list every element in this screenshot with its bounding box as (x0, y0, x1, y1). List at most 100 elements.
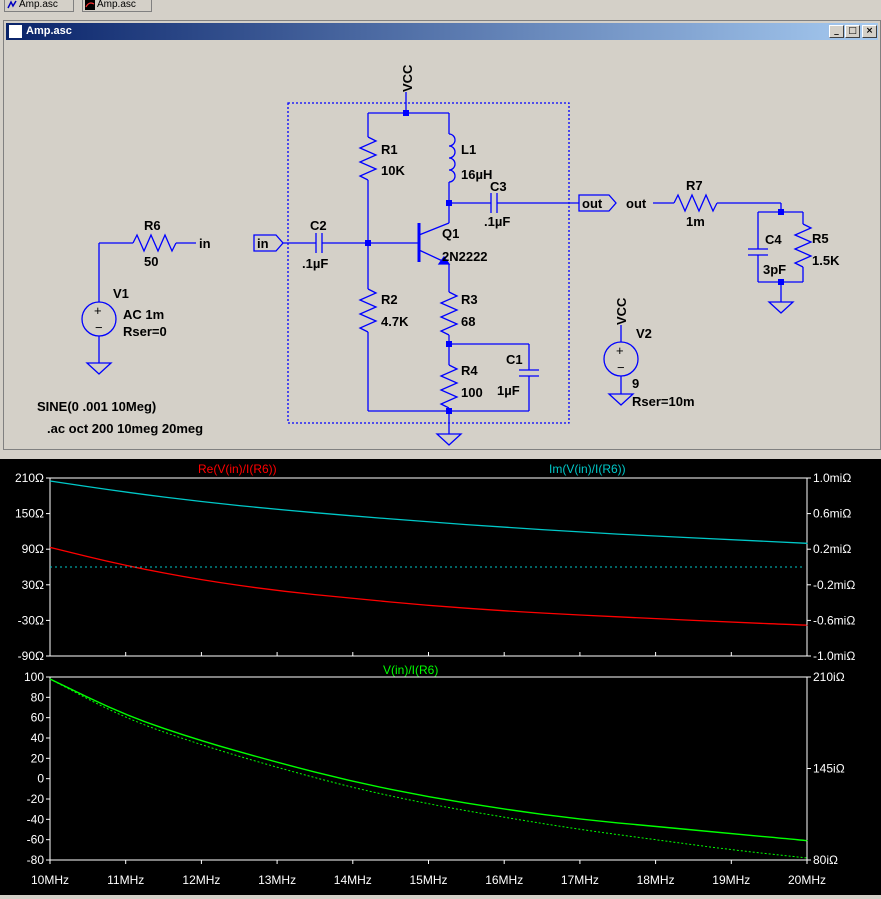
schematic-canvas[interactable]: + − + − VCC VCC R1 10K R2 4.7K L1 16µH C… (6, 42, 878, 447)
junction-dot (446, 341, 452, 347)
net-flag-in (253, 234, 284, 252)
net-label-in: in (199, 236, 211, 251)
junction-dot (778, 209, 784, 215)
series-re-line (49, 546, 808, 626)
label-c3: C3 (490, 179, 507, 194)
junction-dot (778, 279, 784, 285)
tab-label: Amp.asc (97, 0, 136, 10)
schematic-window: Amp.asc _ □ × (3, 20, 881, 450)
upper-right-tick-label: -1.0miΩ (813, 649, 855, 663)
window-separator[interactable] (0, 451, 881, 459)
upper-plot-frame (49, 477, 808, 657)
junction-dot (403, 110, 409, 116)
plus-sign: + (616, 343, 624, 358)
net-label-vcc: VCC (400, 64, 415, 92)
dashed-box (287, 102, 570, 424)
label-r6: R6 (144, 218, 161, 233)
x-tick-label: 13MHz (258, 873, 296, 887)
trace-label-im[interactable]: Im(V(in)/I(R6)) (549, 462, 626, 476)
value-r3: 68 (461, 314, 475, 329)
tab-label: Amp.asc (19, 0, 58, 10)
lower-left-tick-label: -20 (27, 792, 45, 806)
lower-left-tick-label: 100 (24, 670, 44, 684)
series-vin-line (49, 678, 808, 842)
ground-symbol (767, 301, 795, 314)
trace-label-vin[interactable]: V(in)/I(R6) (383, 663, 438, 677)
x-tick-label: 16MHz (485, 873, 523, 887)
value-r1: 10K (381, 163, 405, 178)
x-tick-label: 14MHz (334, 873, 372, 887)
label-c2: C2 (310, 218, 327, 233)
value-r6: 50 (144, 254, 158, 269)
plus-sign: + (94, 303, 102, 318)
label-q1: Q1 (442, 226, 459, 241)
lower-left-tick-label: 20 (31, 751, 45, 765)
lower-right-tick-label: 210iΩ (813, 670, 845, 684)
lower-left-tick-label: -80 (27, 853, 45, 867)
upper-right-tick-label: -0.2miΩ (813, 578, 855, 592)
upper-left-tick-label: -90Ω (18, 649, 44, 663)
value-r7: 1m (686, 214, 705, 229)
label-c1: C1 (506, 352, 523, 367)
lower-plot-frame (49, 676, 808, 861)
upper-left-tick-label: 90Ω (22, 542, 44, 556)
x-tick-label: 11MHz (107, 873, 144, 887)
resistor-r7 (673, 193, 718, 213)
junction-dot (446, 200, 452, 206)
trace-label-re[interactable]: Re(V(in)/I(R6)) (198, 462, 277, 476)
resistor-r5 (793, 223, 813, 268)
upper-right-tick-label: 0.2miΩ (813, 542, 851, 556)
label-l1: L1 (461, 142, 476, 157)
x-tick-label: 12MHz (182, 873, 220, 887)
upper-right-tick-label: -0.6miΩ (813, 613, 855, 627)
value-c2: .1µF (302, 256, 328, 271)
tab-waveform[interactable]: Amp.asc (82, 0, 152, 12)
directive-sine[interactable]: SINE(0 .001 10Meg) (37, 399, 156, 414)
schematic-drawing: + − + − VCC VCC R1 10K R2 4.7K L1 16µH C… (37, 64, 840, 446)
resistor-r4 (439, 364, 459, 409)
x-tick-label: 10MHz (31, 873, 69, 887)
resistor-r2 (358, 288, 378, 333)
directive-ac[interactable]: .ac oct 200 10meg 20meg (47, 421, 203, 436)
value-q1: 2N2222 (442, 249, 488, 264)
label-v1: V1 (113, 286, 129, 301)
rser-v1: Rser=0 (123, 324, 167, 339)
schematic-icon (7, 0, 17, 9)
lower-series (49, 678, 808, 859)
lower-left-tick-label: 40 (31, 731, 45, 745)
upper-axis-ticks: 210Ω150Ω90Ω30Ω-30Ω-90Ω1.0miΩ0.6miΩ0.2miΩ… (15, 471, 855, 663)
junction-dot (365, 240, 371, 246)
net-flag-out (578, 194, 617, 212)
maximize-button[interactable]: □ (845, 25, 860, 38)
series-im-line (49, 480, 808, 544)
tab-schematic[interactable]: Amp.asc (4, 0, 74, 12)
value-l1: 16µH (461, 167, 492, 182)
close-button[interactable]: × (862, 25, 877, 38)
lower-left-tick-label: 80 (31, 690, 45, 704)
value-r5: 1.5K (812, 253, 840, 268)
label-r2: R2 (381, 292, 398, 307)
label-r3: R3 (461, 292, 478, 307)
document-tab-strip: Amp.asc Amp.asc (0, 0, 881, 14)
resistor-r3 (439, 291, 459, 336)
net-label-out: out (626, 196, 647, 211)
window-title: Amp.asc (26, 25, 72, 37)
value-v2: 9 (632, 376, 639, 391)
plot-canvas: 210Ω150Ω90Ω30Ω-30Ω-90Ω1.0miΩ0.6miΩ0.2miΩ… (15, 462, 855, 887)
value-c4: 3pF (763, 262, 786, 277)
lower-right-tick-label: 80iΩ (813, 853, 838, 867)
minimize-button[interactable]: _ (829, 25, 844, 38)
title-bar[interactable]: Amp.asc _ □ × (6, 23, 878, 40)
ground-symbol (435, 433, 463, 446)
resistor-r1 (358, 136, 378, 181)
junction-dot (446, 408, 452, 414)
label-v2: V2 (636, 326, 652, 341)
lower-left-tick-label: 0 (37, 772, 44, 786)
lower-left-tick-label: -60 (27, 833, 45, 847)
label-r5: R5 (812, 231, 829, 246)
label-r4: R4 (461, 363, 478, 378)
lower-left-tick-label: 60 (31, 711, 45, 725)
